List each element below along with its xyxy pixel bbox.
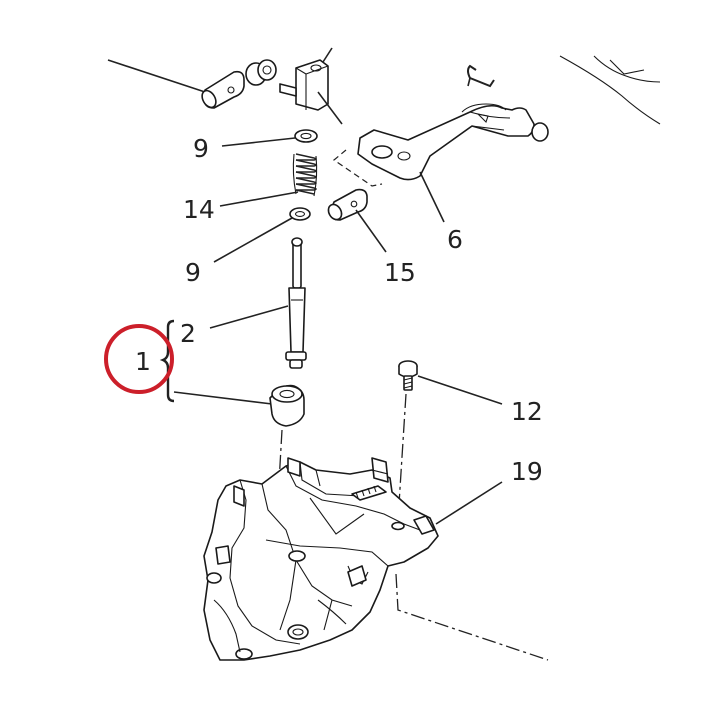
callout-1: 1	[135, 347, 151, 376]
washer-part-lower	[289, 207, 311, 221]
callout-9-lower: 9	[185, 258, 201, 287]
leader-2	[209, 305, 289, 329]
shift-lever-part	[357, 103, 549, 181]
centerline-bottom-right	[395, 573, 549, 661]
leader-19	[435, 481, 503, 525]
highlight-circle	[104, 324, 174, 394]
pin-part-top-left	[107, 59, 245, 109]
callout-2: 2	[180, 319, 196, 348]
housing-base-part	[203, 457, 439, 661]
cup-part	[269, 384, 305, 427]
callout-19: 19	[511, 457, 543, 486]
leader-15	[355, 209, 387, 253]
callout-15: 15	[384, 258, 416, 287]
washer-part-upper	[294, 129, 318, 143]
callout-12: 12	[511, 397, 543, 426]
leader-14	[219, 191, 299, 207]
rod-part	[285, 237, 307, 369]
leader-12	[417, 375, 503, 405]
leader-9-lower	[213, 217, 293, 263]
leader-cup	[173, 391, 273, 405]
screw-part	[398, 360, 418, 391]
callout-14: 14	[183, 195, 215, 224]
fork-block-part	[279, 47, 343, 125]
group-brace	[159, 319, 175, 403]
bushing-part-top	[245, 59, 277, 86]
housing-contour-top-right	[559, 55, 661, 125]
clip-part	[467, 64, 495, 88]
callout-9-upper: 9	[193, 134, 209, 163]
pin-part-15	[327, 188, 368, 221]
leader-9-upper	[221, 137, 296, 147]
spring-part	[292, 153, 318, 197]
callout-6: 6	[447, 225, 463, 254]
leader-6	[419, 171, 445, 223]
